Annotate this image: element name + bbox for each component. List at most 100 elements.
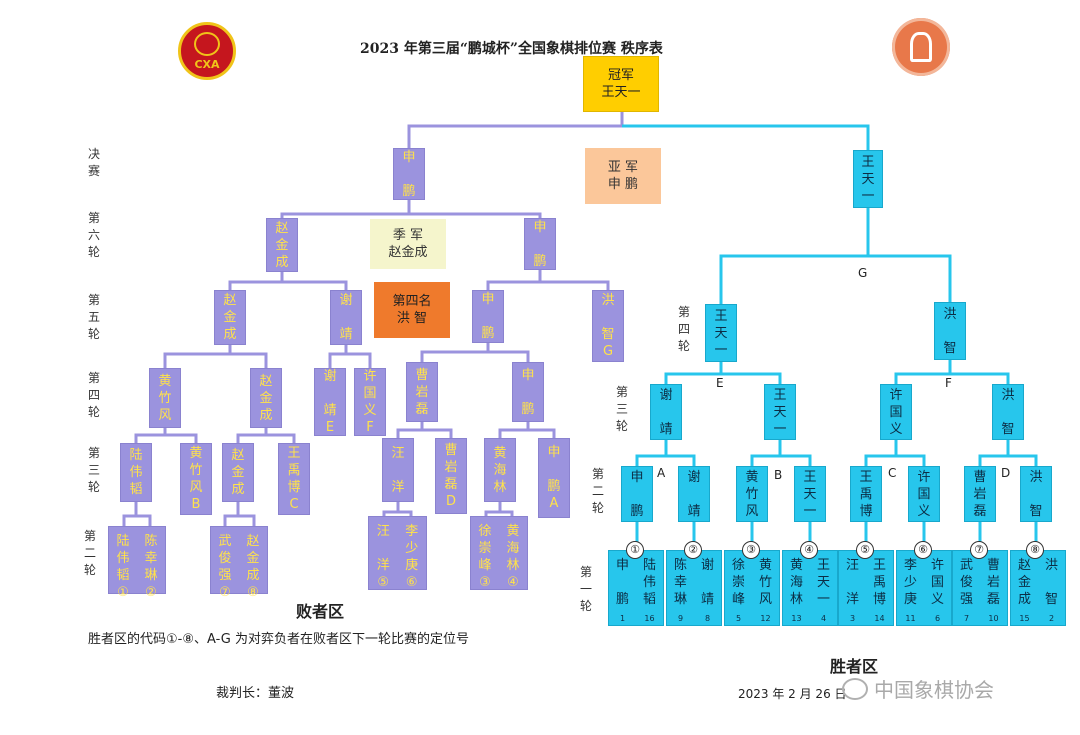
winner-r1-huang-zhufeng: 黄 竹 风 — [758, 558, 772, 607]
loser-r3-zhao-jincheng: 赵 金 成 — [222, 443, 254, 502]
loser-r2-lu-weitao: 陆 伟 韬 ① — [116, 534, 130, 600]
match-code-2: ② — [684, 541, 702, 559]
winner-r1-xu-chongfeng: 徐 崇 峰 — [731, 558, 745, 607]
loser-r3-wang-yubo-c: 王 禹 博 C — [278, 443, 310, 515]
loser-r2-huang-hailin: 黄 海 林 ④ — [506, 524, 520, 590]
loser-r4-xie-jing-e: 谢 靖 E — [314, 368, 346, 436]
loser-r5-hong-zhi: 洪 智 G — [592, 290, 624, 362]
letter-g: G — [858, 266, 868, 280]
winner-r1-shen-peng: 申 鹏 — [615, 558, 629, 607]
round-label-r2: 第 二 轮 — [83, 529, 96, 577]
round-label-final: 决 赛 — [87, 147, 100, 178]
letter-f: F — [945, 376, 952, 390]
round-label-r5: 第 五 轮 — [87, 293, 100, 341]
loser-r6-shen-peng: 申 鹏 — [524, 218, 556, 270]
winner-r2-huang-zhufeng: 黄 竹 风 — [736, 466, 768, 522]
wechat-icon — [842, 677, 868, 700]
match-code-8: ⑧ — [1026, 541, 1044, 559]
round-label-r6: 第 六 轮 — [87, 211, 100, 259]
loser-r5-shen-peng: 申 鹏 — [472, 290, 504, 343]
winner-r2-xie-jing: 谢 靖 — [678, 466, 710, 522]
winner-r3-xu-guoyi: 许 国 义 — [880, 384, 912, 440]
loser-r4-zhao-jincheng: 赵 金 成 — [250, 368, 282, 428]
loser-r2-xu-chongfeng: 徐 崇 峰 ③ — [478, 524, 492, 590]
winner-r1-chen-xinglin: 陈 幸 琳 — [673, 558, 687, 607]
match-code-3: ③ — [742, 541, 760, 559]
fourth-place-box: 第四名 洪 智 — [374, 282, 450, 338]
loser-r2-zhao-jincheng: 赵 金 成 ⑧ — [246, 534, 260, 600]
loser-zone-label: 败者区 — [296, 602, 345, 621]
loser-r5-xie-jing: 谢 靖 — [330, 290, 362, 345]
loser-r4-xu-guoyi-f: 许 国 义 F — [354, 368, 386, 436]
winner-r1-huang-hailin: 黄 海 林 — [789, 558, 803, 607]
winner-r1-wu-junqiang: 武 俊 强 — [959, 558, 973, 607]
winner-r3-wang-tianyi: 王 天 一 — [764, 384, 796, 440]
match-code-5: ⑤ — [856, 541, 874, 559]
match-code-6: ⑥ — [914, 541, 932, 559]
date-text: 2023 年 2 月 26 日 — [738, 687, 847, 701]
seed-number: 3 — [849, 614, 856, 623]
match-code-1: ① — [626, 541, 644, 559]
loser-r5-zhao-jincheng: 赵 金 成 — [214, 290, 246, 345]
loser-r2-pair-3: 汪 洋 ⑤ 李 少 庚 ⑥ — [368, 516, 427, 590]
loser-final-shen-peng: 申 鹏 — [393, 148, 425, 200]
seed-number: 9 — [677, 614, 684, 623]
letter-e: E — [716, 376, 724, 390]
winner-round-label-r2: 第 二 轮 — [591, 467, 604, 515]
match-code-7: ⑦ — [970, 541, 988, 559]
cxa-logo: CXA — [178, 22, 236, 80]
winner-r2-hong-zhi: 洪 智 — [1020, 466, 1052, 522]
seed-number: 6 — [934, 614, 941, 623]
loser-r3-huang-zhufeng-b: 黄 竹 风 B — [180, 443, 212, 515]
winner-r1-xie-jing: 谢 靖 — [700, 558, 714, 607]
seed-number: 13 — [791, 614, 802, 623]
seed-number: 11 — [905, 614, 916, 623]
winner-r1-pair-3: 徐 崇 峰 5 黄 竹 风 12 — [724, 550, 780, 626]
loser-r3-wang-yang: 汪 洋 — [382, 438, 414, 502]
loser-r3-lu-weitao: 陆 伟 韬 — [120, 443, 152, 502]
letter-c: C — [888, 466, 897, 480]
winner-round-label-r1: 第 一 轮 — [579, 565, 592, 613]
winner-r2-cao-yanlei: 曹 岩 磊 — [964, 466, 996, 522]
loser-r6-zhao-jincheng: 赵 金 成 — [266, 218, 298, 272]
winner-r1-lu-weitao: 陆 伟 韬 — [642, 558, 656, 607]
seed-number: 8 — [704, 614, 711, 623]
legend-note: 胜者区的代码①-⑧、A-G 为对弈负者在败者区下一轮比赛的定位号 — [88, 632, 469, 647]
loser-r2-wang-yang: 汪 洋 ⑤ — [376, 524, 390, 590]
winner-r3-hong-zhi: 洪 智 — [992, 384, 1024, 440]
loser-r2-li-shaogeng: 李 少 庚 ⑥ — [405, 524, 419, 590]
winner-r4-wang-tianyi: 王 天 一 — [705, 304, 737, 362]
seed-number: 2 — [1048, 614, 1055, 623]
seal-glyph-icon — [910, 32, 932, 62]
loser-r3-huang-hailin: 黄 海 林 — [484, 438, 516, 502]
seed-number: 7 — [963, 614, 970, 623]
seed-number: 12 — [760, 614, 771, 623]
winner-r4-hong-zhi: 洪 智 — [934, 302, 966, 360]
winner-r2-wang-yubo: 王 禹 博 — [850, 466, 882, 522]
round-label-r4: 第 四 轮 — [87, 371, 100, 419]
loser-r4-cao-yanlei: 曹 岩 磊 — [406, 362, 438, 422]
winner-r1-pair-2: 陈 幸 琳 9 谢 靖 8 — [666, 550, 722, 626]
winner-r1-xu-guoyi: 许 国 义 — [930, 558, 944, 607]
winner-r1-hong-zhi: 洪 智 — [1044, 558, 1058, 607]
letter-d: D — [1001, 466, 1011, 480]
seed-number: 1 — [619, 614, 626, 623]
seed-number: 5 — [735, 614, 742, 623]
letter-b: B — [774, 468, 783, 482]
letter-a: A — [657, 466, 666, 480]
loser-r3-shen-peng-a: 申 鹏 A — [538, 438, 570, 518]
watermark: 中国象棋协会 — [842, 674, 994, 703]
seal-logo — [892, 18, 950, 76]
chess-piece-icon — [194, 31, 220, 56]
match-code-4: ④ — [800, 541, 818, 559]
winner-r1-cao-yanlei: 曹 岩 磊 — [986, 558, 1000, 607]
winner-zone-label: 胜者区 — [830, 657, 879, 676]
loser-r2-wu-junqiang: 武 俊 强 ⑦ — [218, 534, 232, 600]
winner-r3-xie-jing: 谢 靖 — [650, 384, 682, 440]
cxa-logo-text: CXA — [194, 57, 220, 71]
winner-round-label-r4: 第 四 轮 — [677, 305, 690, 353]
winner-r1-zhao-jincheng: 赵 金 成 — [1017, 558, 1031, 607]
winner-r1-pair-8: 赵 金 成 15 洪 智 2 — [1010, 550, 1066, 626]
seed-number: 15 — [1019, 614, 1030, 623]
